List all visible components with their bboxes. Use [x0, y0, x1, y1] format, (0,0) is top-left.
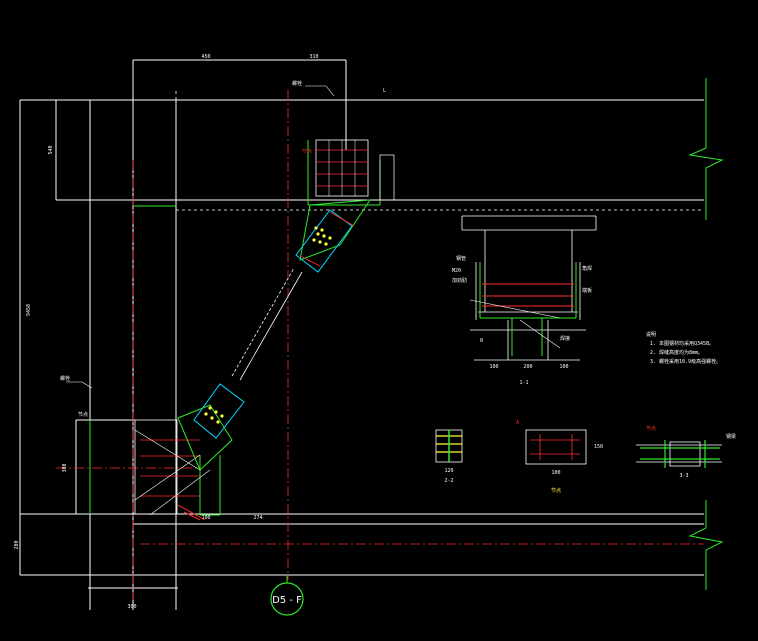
lower-connection: [134, 383, 245, 521]
axis-bubble: D5 - F: [270, 576, 304, 616]
beam-top-label: L: [383, 88, 386, 94]
axis-bubble-label: D5 - F: [272, 595, 302, 606]
section-right-title: 3-3: [679, 473, 688, 479]
callouts: 螺栓 螺栓 L 节点 节点: [60, 80, 386, 418]
dim-bottom-mid: 300: [127, 604, 136, 610]
dim-bottom-left: 200: [14, 540, 20, 549]
axis-lines: [56, 90, 704, 600]
section-right: [636, 440, 722, 468]
section-1-1: [461, 215, 597, 361]
section-mid-tag: A: [516, 420, 519, 426]
section-mid-title: 节点: [551, 488, 561, 494]
building-outline: [19, 59, 704, 610]
gusset-low-label: 节点: [78, 412, 88, 418]
section-small-title: 2-2: [444, 478, 453, 484]
section-texts: 1-1 钢管 M20 加劲肋 角焊 端板 100 200 100 8 焊接 2-…: [444, 255, 736, 494]
section-1-dim-0: 100: [489, 364, 498, 370]
section-right-right-tag: 钢梁: [726, 433, 736, 440]
dim-bottom-right: 274: [253, 515, 262, 521]
dim-left-vertical: 9450: [26, 304, 32, 316]
gusset-top-label: 节点: [302, 149, 312, 155]
section-1-left-1: M20: [452, 268, 461, 274]
notes-line-1: 2. 焊缝高度均为8mm。: [650, 349, 703, 356]
notes-heading: 说明: [646, 331, 656, 338]
section-small: [435, 429, 463, 463]
section-1-bottom-0: 8: [480, 338, 483, 344]
upper-connection: [295, 139, 395, 273]
section-right-left-tag: 节点: [646, 426, 656, 432]
section-mid-dim-0: 100: [551, 470, 560, 476]
dimension-texts: 450 310 9450 540 300 200 300 274 100: [14, 54, 319, 610]
section-1-right-0: 角焊: [582, 265, 592, 272]
dim-left-lower: 300: [62, 463, 68, 472]
hidden-lines: [175, 90, 704, 211]
break-lines: [688, 78, 724, 590]
section-1-dim-2: 100: [559, 364, 568, 370]
section-1-left-0: 钢管: [456, 255, 466, 262]
callout-top: 螺栓: [292, 80, 302, 87]
section-small-dim: 120: [444, 468, 453, 474]
section-1-left-2: 加劲肋: [452, 277, 467, 284]
dim-node-bottom: 100: [201, 515, 210, 521]
dim-left-upper: 540: [48, 145, 54, 154]
section-1-title: 1-1: [519, 380, 528, 386]
callout-left: 螺栓: [60, 375, 70, 382]
section-mid: [525, 429, 587, 465]
section-1-dim-1: 200: [523, 364, 532, 370]
dim-top-right: 310: [309, 54, 318, 60]
section-1-bottom-1: 焊接: [560, 335, 570, 342]
section-1-right-1: 端板: [582, 287, 592, 294]
section-mid-dim-1: 150: [594, 444, 603, 450]
notes-line-0: 1. 本图钢材均采用Q345B。: [650, 340, 714, 347]
notes-line-2: 3. 螺栓采用10.9级高强螺栓。: [650, 358, 721, 365]
notes: 说明 1. 本图钢材均采用Q345B。 2. 焊缝高度均为8mm。 3. 螺栓采…: [646, 331, 721, 365]
diagonal-brace: [231, 267, 303, 381]
dim-top-left: 450: [201, 54, 210, 60]
